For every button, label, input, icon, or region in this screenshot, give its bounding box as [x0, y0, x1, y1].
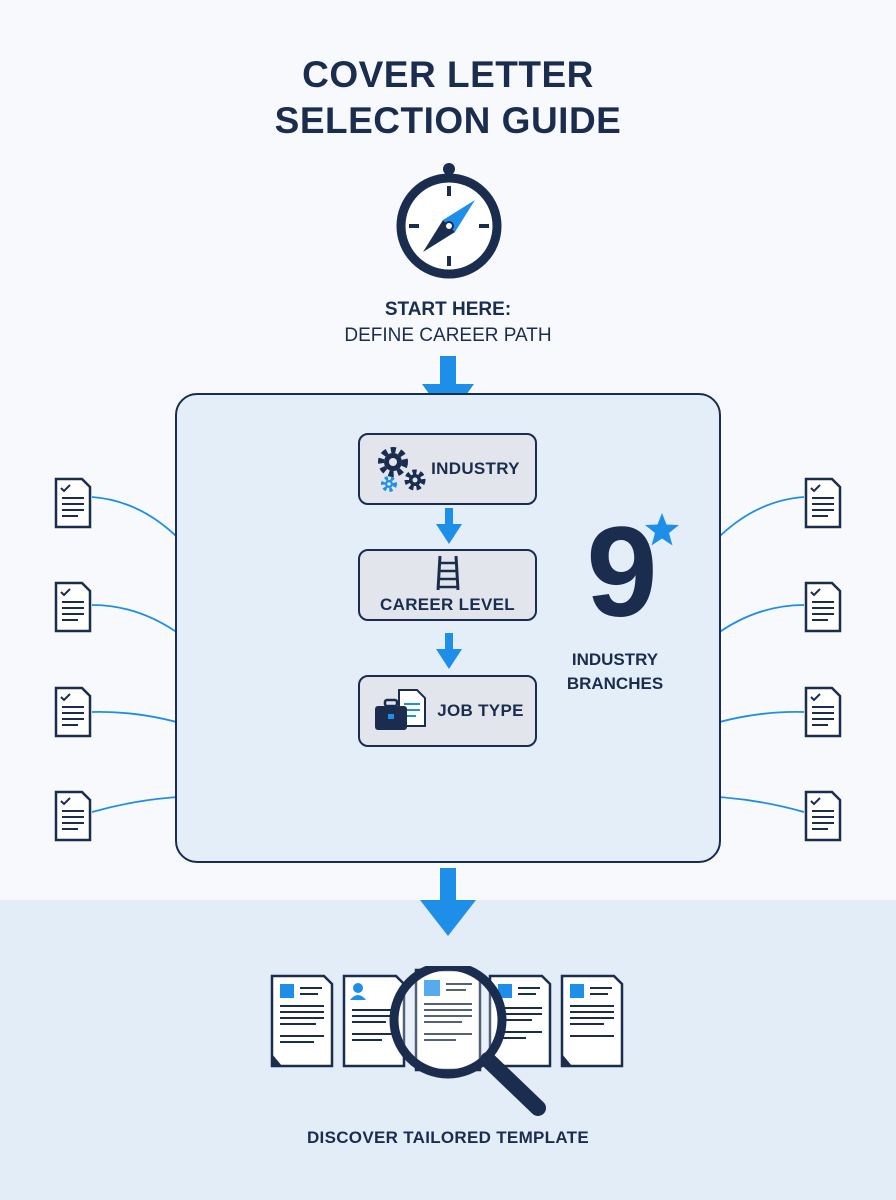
branch-label-line-2: BRANCHES — [566, 674, 664, 693]
star-icon — [645, 513, 679, 546]
step-industry-label: INDUSTRY — [431, 459, 520, 478]
start-heading: START HERE: — [384, 299, 512, 320]
start-subheading: DEFINE CAREER PATH — [344, 325, 552, 346]
gears-icon — [378, 447, 426, 492]
start-label: START HERE: DEFINE CAREER PATH — [0, 297, 896, 349]
document-check-icon — [804, 581, 842, 633]
selection-panel — [175, 393, 721, 863]
document-check-icon — [54, 581, 92, 633]
step-industry[interactable]: INDUSTRY — [358, 433, 537, 505]
briefcase-icon — [375, 689, 427, 730]
down-arrow-icon — [436, 508, 462, 544]
title-line-1: COVER LETTER — [302, 54, 594, 95]
step-career-level-label: CAREER LEVEL — [380, 595, 515, 614]
template-document-icon — [560, 974, 624, 1068]
ladder-icon — [436, 555, 459, 591]
document-check-icon — [54, 790, 92, 842]
template-document-icon — [270, 974, 334, 1068]
document-check-icon — [54, 477, 92, 529]
document-check-icon — [54, 686, 92, 738]
down-arrow-icon — [420, 868, 476, 936]
step-job-type-label: JOB TYPE — [437, 701, 524, 720]
document-check-icon — [804, 477, 842, 529]
page-title: COVER LETTER SELECTION GUIDE — [0, 52, 896, 144]
step-job-type[interactable]: JOB TYPE — [358, 675, 537, 747]
template-documents — [270, 966, 624, 1116]
result-label: DISCOVER TAILORED TEMPLATE — [306, 1128, 589, 1147]
down-arrow-icon — [436, 633, 462, 669]
step-career-level[interactable]: CAREER LEVEL — [358, 549, 537, 621]
document-check-icon — [804, 686, 842, 738]
title-line-2: SELECTION GUIDE — [274, 100, 622, 141]
template-document-icon — [342, 974, 406, 1068]
branch-count: 9 — [586, 501, 657, 644]
branch-count-label: INDUSTRY BRANCHES — [540, 648, 690, 696]
magnifier-icon — [389, 966, 546, 1116]
compass-icon — [396, 163, 502, 279]
branch-label-line-1: INDUSTRY — [571, 650, 659, 669]
document-check-icon — [804, 790, 842, 842]
